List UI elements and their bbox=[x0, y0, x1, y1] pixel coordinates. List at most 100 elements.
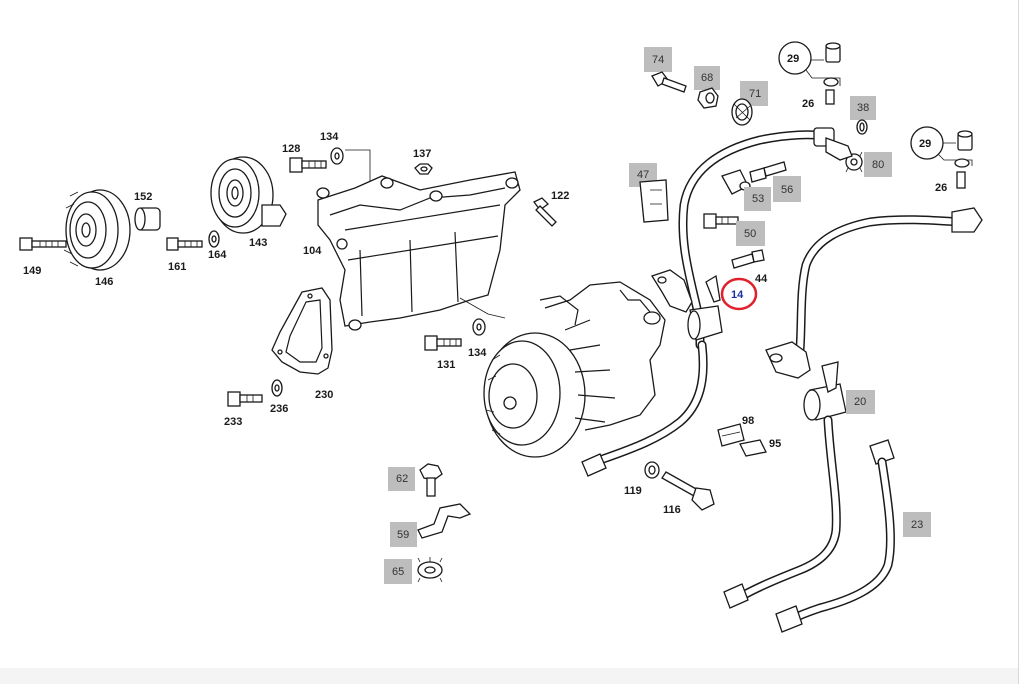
part-134-washer-top[interactable] bbox=[330, 147, 344, 165]
part-26-valve-right[interactable] bbox=[954, 158, 970, 189]
part-149-bolt[interactable] bbox=[19, 237, 67, 251]
part-98-clip[interactable] bbox=[717, 423, 745, 447]
part-62-bolt[interactable] bbox=[419, 463, 443, 497]
ac-compressor[interactable] bbox=[483, 281, 666, 458]
label-131[interactable]: 131 bbox=[437, 359, 455, 371]
callout-29-top[interactable]: 29 bbox=[778, 41, 841, 86]
label-98[interactable]: 98 bbox=[742, 415, 754, 427]
label-119[interactable]: 119 bbox=[624, 485, 642, 497]
label-134-lower[interactable]: 134 bbox=[468, 347, 487, 359]
part-59-bracket[interactable] bbox=[417, 503, 472, 539]
label-116[interactable]: 116 bbox=[663, 504, 681, 516]
label-137[interactable]: 137 bbox=[413, 148, 431, 160]
part-29-cap-right[interactable] bbox=[957, 130, 973, 151]
label-128[interactable]: 128 bbox=[282, 143, 300, 155]
label-50[interactable]: 50 bbox=[744, 228, 756, 240]
label-62[interactable]: 62 bbox=[396, 473, 408, 485]
part-236-washer[interactable] bbox=[271, 379, 283, 397]
part-65-lockwasher[interactable] bbox=[417, 557, 443, 583]
part-143-pulley[interactable] bbox=[210, 156, 287, 234]
label-26-top[interactable]: 26 bbox=[802, 98, 814, 110]
label-149[interactable]: 149 bbox=[23, 265, 41, 277]
label-80[interactable]: 80 bbox=[872, 159, 884, 171]
bottom-band bbox=[0, 668, 1018, 684]
part-44-bolt[interactable] bbox=[731, 249, 765, 269]
part-14-fitting[interactable] bbox=[651, 269, 723, 341]
part-119-washer[interactable] bbox=[644, 461, 660, 479]
part-152-bushing[interactable] bbox=[134, 207, 161, 231]
part-80-lockwasher[interactable] bbox=[845, 151, 863, 173]
label-47[interactable]: 47 bbox=[637, 169, 649, 181]
label-134-top[interactable]: 134 bbox=[320, 131, 339, 143]
label-161[interactable]: 161 bbox=[168, 261, 186, 273]
part-116-bolt[interactable] bbox=[661, 471, 715, 511]
part-230-gasket[interactable] bbox=[271, 287, 333, 375]
callout-29-right[interactable]: 29 bbox=[910, 126, 973, 166]
label-20[interactable]: 20 bbox=[854, 396, 866, 408]
label-53[interactable]: 53 bbox=[752, 193, 764, 205]
part-161-bolt[interactable] bbox=[166, 237, 203, 251]
part-131-bolt[interactable] bbox=[424, 335, 462, 351]
label-104[interactable]: 104 bbox=[303, 245, 322, 257]
label-box-56 bbox=[773, 176, 801, 202]
part-29-cap-top[interactable] bbox=[825, 42, 841, 63]
hose-compressor-discharge[interactable] bbox=[581, 340, 708, 477]
label-152[interactable]: 152 bbox=[134, 191, 152, 203]
part-146-pulley[interactable] bbox=[63, 189, 131, 271]
part-71-seal[interactable] bbox=[731, 98, 753, 126]
part-26-valve-top[interactable] bbox=[823, 77, 839, 105]
label-box-23 bbox=[903, 512, 931, 537]
label-box-20 bbox=[846, 390, 875, 414]
part-68-nut[interactable] bbox=[697, 87, 719, 109]
part-74-fitting[interactable] bbox=[651, 71, 687, 93]
label-56[interactable]: 56 bbox=[781, 184, 793, 196]
part-233-bolt[interactable] bbox=[227, 391, 263, 407]
label-29-top[interactable]: 29 bbox=[787, 53, 799, 65]
part-95-clip[interactable] bbox=[739, 439, 767, 457]
label-box-68 bbox=[694, 66, 720, 90]
part-56-bolt[interactable] bbox=[749, 161, 787, 183]
label-23[interactable]: 23 bbox=[911, 519, 923, 531]
label-230[interactable]: 230 bbox=[315, 389, 333, 401]
hose-23[interactable] bbox=[775, 439, 895, 633]
part-38-oring[interactable] bbox=[856, 119, 868, 135]
part-137-nut[interactable] bbox=[414, 163, 433, 175]
label-146[interactable]: 146 bbox=[95, 276, 113, 288]
label-box-59 bbox=[390, 522, 417, 547]
part-164-washer[interactable] bbox=[208, 230, 220, 248]
label-box-38 bbox=[850, 96, 876, 120]
label-65[interactable]: 65 bbox=[392, 566, 404, 578]
label-233[interactable]: 233 bbox=[224, 416, 242, 428]
label-29-right[interactable]: 29 bbox=[919, 138, 931, 150]
label-26-right[interactable]: 26 bbox=[935, 182, 947, 194]
label-143[interactable]: 143 bbox=[249, 237, 267, 249]
label-74[interactable]: 74 bbox=[652, 54, 664, 66]
part-128-bolt[interactable] bbox=[289, 157, 327, 173]
label-59[interactable]: 59 bbox=[397, 529, 409, 541]
label-68[interactable]: 68 bbox=[701, 72, 713, 84]
hose-lower-20[interactable] bbox=[723, 415, 841, 609]
right-frame-border bbox=[1018, 0, 1019, 684]
label-44[interactable]: 44 bbox=[755, 273, 768, 285]
label-box-50 bbox=[736, 221, 765, 246]
part-134-washer-lower[interactable] bbox=[472, 318, 486, 336]
leader-134 bbox=[345, 149, 371, 188]
part-104-bracket[interactable] bbox=[316, 171, 521, 331]
label-236[interactable]: 236 bbox=[270, 403, 288, 415]
label-71[interactable]: 71 bbox=[749, 88, 761, 100]
label-14[interactable]: 14 bbox=[731, 289, 744, 301]
label-38[interactable]: 38 bbox=[857, 102, 869, 114]
label-122[interactable]: 122 bbox=[551, 190, 569, 202]
part-50-bolt[interactable] bbox=[703, 213, 739, 229]
highlight-ring-14 bbox=[720, 277, 758, 311]
label-95[interactable]: 95 bbox=[769, 438, 781, 450]
part-122-bolt[interactable] bbox=[533, 197, 557, 227]
part-47-bracket[interactable] bbox=[639, 179, 669, 223]
label-box-62 bbox=[388, 467, 415, 491]
part-20-valve-block[interactable] bbox=[765, 341, 847, 421]
hose-right-20[interactable] bbox=[795, 207, 983, 355]
label-164[interactable]: 164 bbox=[208, 249, 227, 261]
label-box-53 bbox=[744, 187, 771, 211]
